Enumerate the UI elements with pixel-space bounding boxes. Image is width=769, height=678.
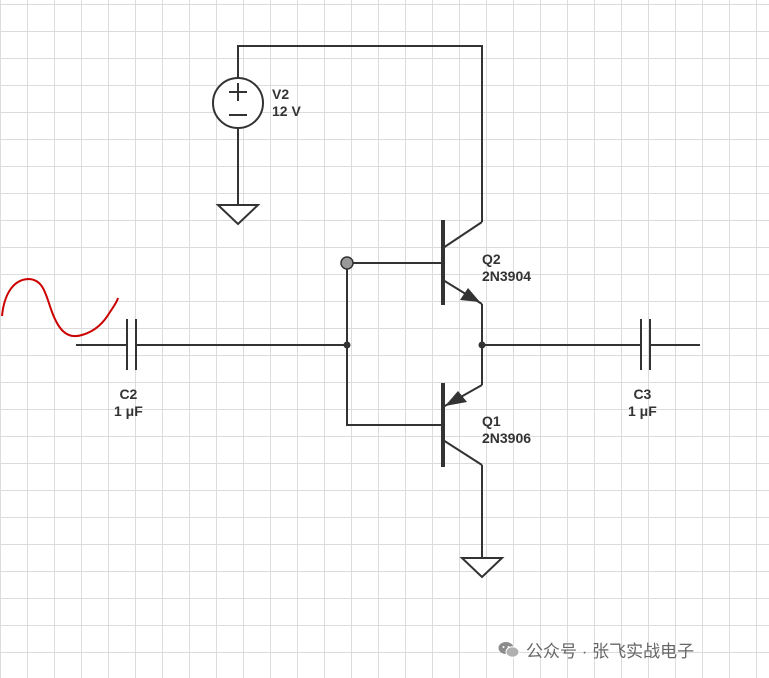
q2-name: Q2 bbox=[482, 251, 501, 267]
q2-label: Q2 2N3904 bbox=[482, 251, 531, 285]
base-node-wire bbox=[346, 263, 443, 426]
voltage-source-v2 bbox=[212, 77, 264, 129]
c2-value: 1 μF bbox=[114, 403, 143, 419]
transistor-q1 bbox=[441, 383, 483, 467]
watermark-text: 公众号 · 张飞实战电子 bbox=[526, 642, 695, 661]
v2-name: V2 bbox=[272, 86, 290, 102]
supply-wire bbox=[237, 45, 483, 222]
q1-name: Q1 bbox=[482, 413, 501, 429]
ground-symbol-bottom bbox=[459, 557, 505, 579]
c3-name: C3 bbox=[633, 386, 652, 402]
capacitor-c2 bbox=[126, 319, 137, 370]
transistor-q2 bbox=[441, 220, 483, 305]
c2-name: C2 bbox=[119, 386, 138, 402]
output-junction-dot bbox=[478, 341, 486, 349]
c3-label: C3 1 μF bbox=[628, 386, 657, 420]
ground-symbol-top bbox=[215, 204, 261, 226]
q1-label: Q1 2N3906 bbox=[482, 413, 531, 447]
base-junction-dot bbox=[343, 341, 351, 349]
watermark: 公众号 · 张飞实战电子 bbox=[498, 637, 694, 662]
base-node-terminal bbox=[340, 256, 354, 270]
c3-value: 1 μF bbox=[628, 403, 657, 419]
c2-label: C2 1 μF bbox=[114, 386, 143, 420]
v2-value: 12 V bbox=[272, 103, 301, 119]
q2-part: 2N3904 bbox=[482, 268, 532, 284]
input-sine-wave bbox=[1, 277, 119, 338]
capacitor-c3 bbox=[640, 319, 651, 370]
q1-part: 2N3906 bbox=[482, 430, 532, 446]
v2-label: V2 12 V bbox=[272, 86, 301, 120]
wechat-icon bbox=[498, 641, 520, 658]
